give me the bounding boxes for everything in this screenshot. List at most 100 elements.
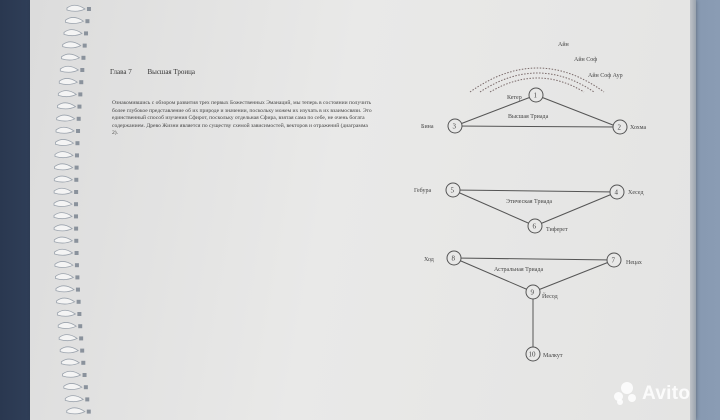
binding-hole <box>74 251 79 255</box>
binding-ring <box>62 41 82 49</box>
path-8-9 <box>453 257 534 293</box>
binding-ring <box>53 236 74 244</box>
chapter-title: Высшая Троица <box>147 68 196 76</box>
binding-ring <box>65 17 85 24</box>
sephira-num-4: 4 <box>615 189 619 197</box>
avito-watermark: Avito <box>614 382 690 406</box>
sephira-num-6: 6 <box>533 223 537 231</box>
sephira-name-2: Хохма <box>630 125 647 131</box>
spiral-binding <box>53 4 91 415</box>
binding-hole <box>75 275 80 280</box>
triad-label-supernal: Высшая Триада <box>508 114 549 120</box>
sephira-num-10: 10 <box>529 351 537 359</box>
sephira-name-5: Гебура <box>414 187 431 194</box>
path-7-9 <box>532 259 615 293</box>
binding-hole <box>84 31 89 36</box>
binding-hole <box>79 80 84 85</box>
binding-ring <box>61 53 81 61</box>
binding-hole <box>81 55 86 60</box>
sephira-num-2: 2 <box>618 124 622 132</box>
binding-hole <box>77 312 82 316</box>
binding-ring <box>54 273 75 281</box>
binding-ring <box>55 139 75 146</box>
binding-hole <box>82 373 87 377</box>
path-5-4 <box>452 189 618 193</box>
binding-ring <box>53 212 73 220</box>
sephira-num-1: 1 <box>534 92 538 100</box>
binding-ring <box>57 90 78 98</box>
sephira-name-8: Ход <box>424 257 434 263</box>
binding-ring <box>57 102 77 110</box>
sephira-name-7: Нецах <box>626 260 642 266</box>
sephira-name-4: Хесед <box>628 190 644 196</box>
binding-hole <box>86 409 91 414</box>
binding-hole <box>79 336 84 341</box>
binding-ring <box>59 65 80 73</box>
sephira-name-10: Малкут <box>543 353 563 359</box>
avito-dots-icon <box>614 382 638 406</box>
binding-ring <box>54 248 74 256</box>
path-8-7 <box>453 257 615 261</box>
triad-label-ethical: Этическая Триада <box>506 199 552 205</box>
sephira-node-4 <box>609 184 625 200</box>
binding-ring <box>54 261 74 268</box>
binding-hole <box>74 226 79 231</box>
binding-ring <box>66 4 86 12</box>
path-3-2 <box>454 125 619 128</box>
binding-hole <box>74 153 79 158</box>
binding-hole <box>74 177 79 182</box>
sephira-name-9: Йесод <box>542 292 558 300</box>
path-1-3 <box>454 94 537 127</box>
binding-ring <box>54 163 74 171</box>
sephira-node-2 <box>612 119 628 135</box>
binding-hole <box>86 7 91 11</box>
binding-hole <box>78 92 83 97</box>
binding-hole <box>85 397 90 402</box>
binding-ring <box>58 334 78 342</box>
veil-label-1: Айн <box>558 41 570 48</box>
binding-hole <box>77 104 82 109</box>
binding-ring <box>63 29 83 37</box>
binding-ring <box>56 297 76 305</box>
binding-ring <box>66 407 86 415</box>
binding-hole <box>75 287 80 292</box>
binding-ring <box>62 370 82 378</box>
body-paragraph: Ознакомившись с обзором развития трех пе… <box>112 100 372 137</box>
sephira-node-1 <box>528 87 544 103</box>
veil-label-3: Айн Соф Аур <box>588 72 623 79</box>
binding-hole <box>74 238 79 243</box>
sephira-node-5 <box>445 182 461 198</box>
binding-ring <box>56 114 76 122</box>
sephira-node-7 <box>606 252 622 268</box>
binding-ring <box>57 322 77 329</box>
binding-hole <box>80 68 85 72</box>
sephira-name-6: Тиферет <box>546 226 568 233</box>
sephira-name-3: Бина <box>421 124 434 130</box>
binding-hole <box>83 385 88 390</box>
binding-hole <box>76 299 81 304</box>
page-edge <box>690 0 696 420</box>
binding-hole <box>85 19 90 24</box>
binding-hole <box>74 202 79 207</box>
sephira-node-3 <box>447 118 463 134</box>
binding-ring <box>53 200 73 207</box>
binding-hole <box>80 348 85 353</box>
triad-label-astral: Астральная Триада <box>494 267 543 273</box>
binding-hole <box>74 263 79 268</box>
sephira-num-7: 7 <box>612 257 616 265</box>
veil-label-2: Айн Соф <box>574 56 597 63</box>
binding-hole <box>81 360 86 365</box>
sephira-name-1: Кетер <box>507 95 522 101</box>
page-header: Глава 7 Высшая Троица <box>110 68 209 76</box>
sephira-num-5: 5 <box>451 187 455 195</box>
binding-hole <box>74 214 79 219</box>
binding-ring <box>55 126 75 134</box>
path-4-6 <box>534 191 618 227</box>
sephira-node-10 <box>525 346 541 362</box>
binding-ring <box>56 309 77 317</box>
path-5-6 <box>452 189 536 227</box>
sephira-num-8: 8 <box>452 255 456 263</box>
binding-hole <box>74 165 79 170</box>
binding-ring <box>55 285 75 293</box>
